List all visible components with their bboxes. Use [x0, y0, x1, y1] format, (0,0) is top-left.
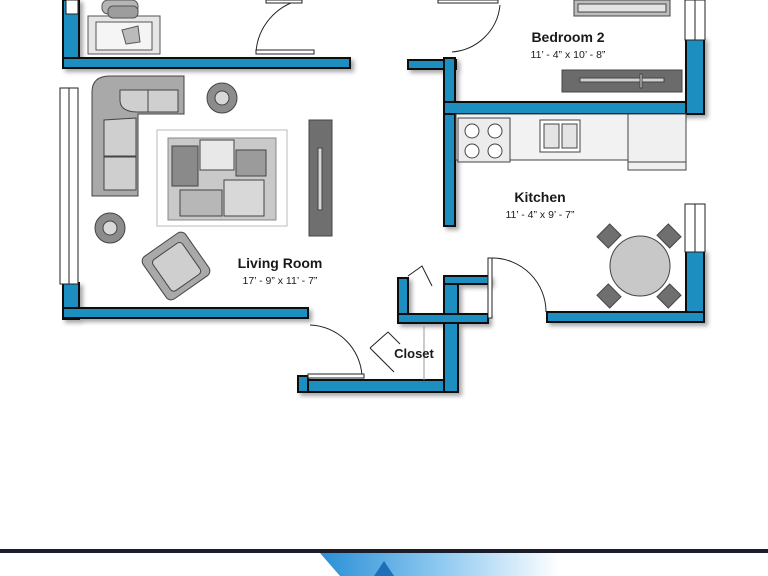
closet-label: Closet — [394, 346, 434, 361]
stove — [457, 117, 511, 163]
walls — [62, 0, 705, 393]
kitchen-fixtures — [455, 113, 687, 309]
footer-logo-graphic — [320, 553, 560, 576]
living-room-furniture — [91, 75, 333, 301]
kitchen-label: Kitchen — [514, 189, 565, 205]
living-room-label: Living Room — [238, 255, 323, 271]
bedroom1-furniture — [87, 0, 161, 55]
doors — [255, 0, 547, 380]
living-room-dims: 17’ - 9” x 11’ - 7” — [243, 275, 318, 287]
fridge — [627, 113, 687, 171]
dining-table — [609, 235, 671, 297]
bedroom2-label: Bedroom 2 — [531, 29, 604, 45]
footer-divider — [0, 549, 768, 553]
windows — [59, 0, 706, 285]
bedroom2-furniture — [561, 0, 683, 93]
kitchen-dims: 11’ - 4” x 9’ - 7” — [505, 209, 575, 221]
bedroom2-dims: 11’ - 4” x 10’ - 8” — [531, 49, 606, 61]
